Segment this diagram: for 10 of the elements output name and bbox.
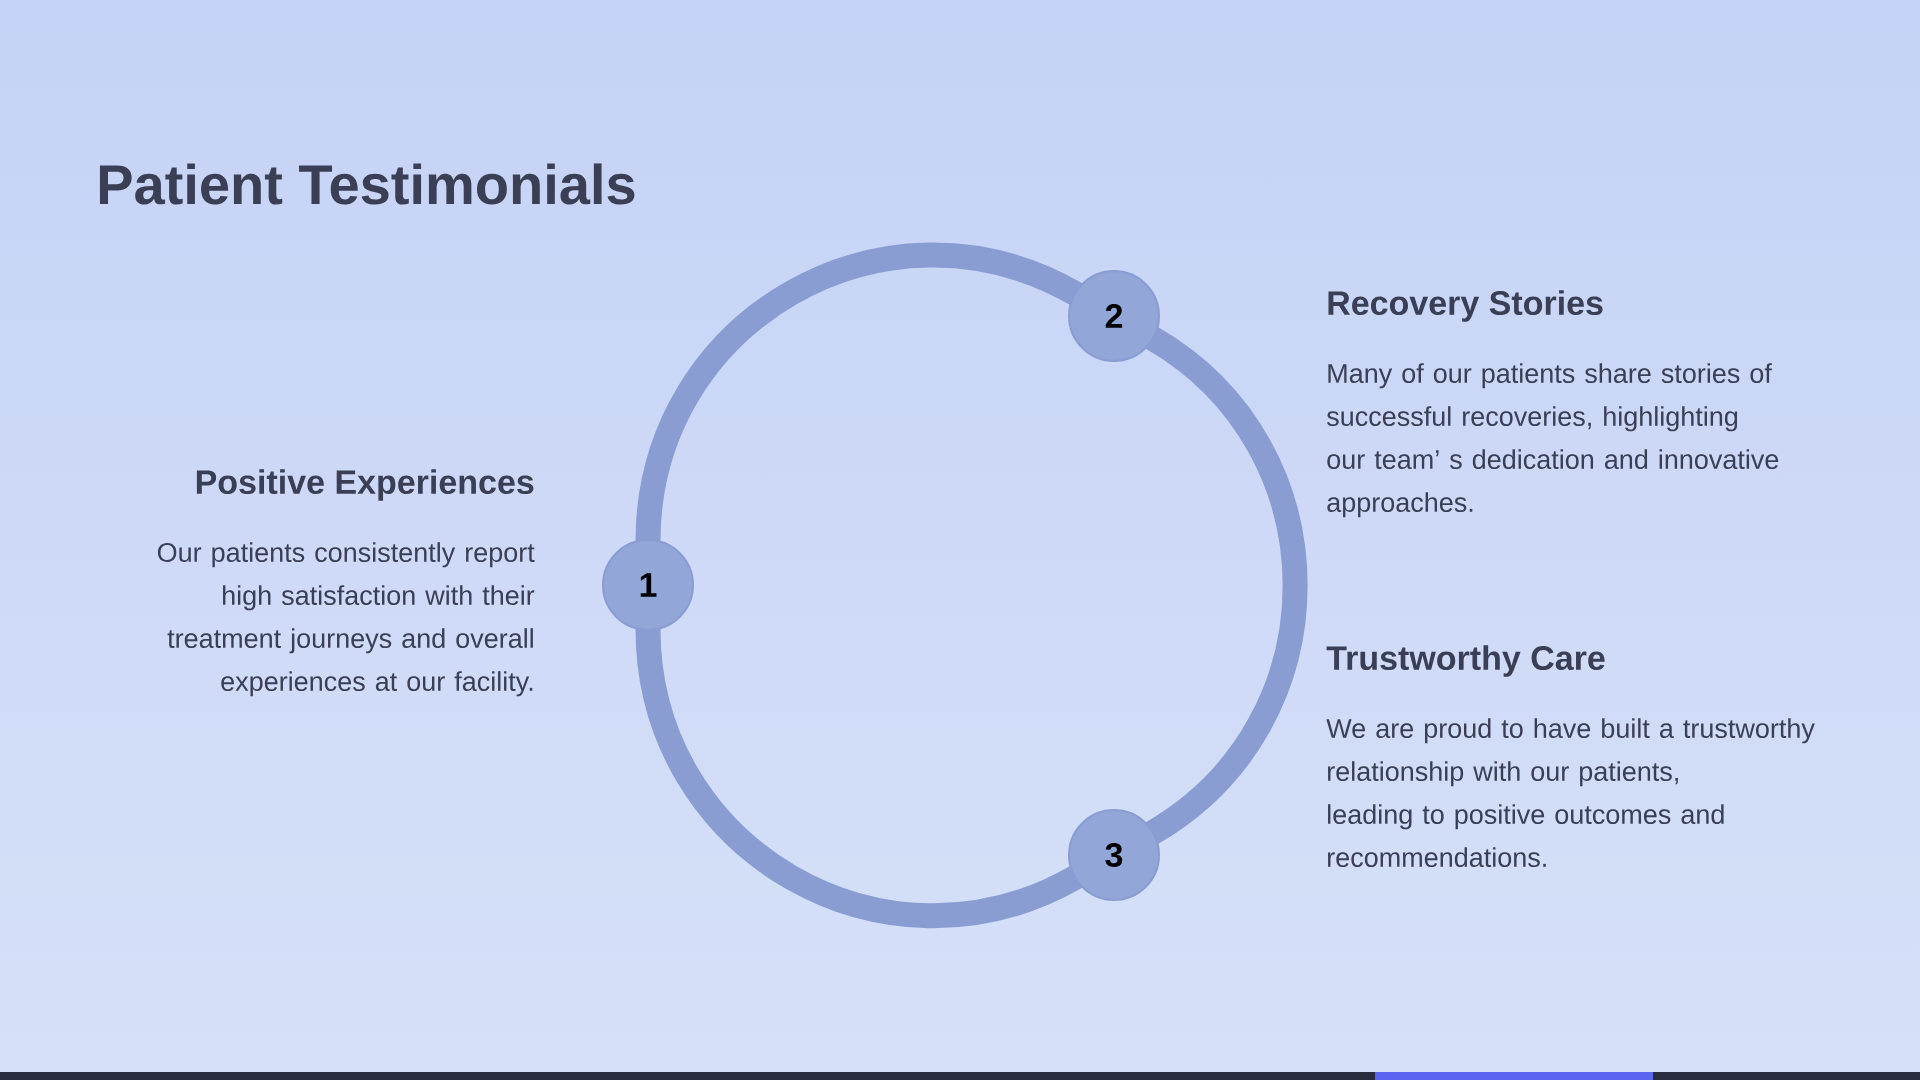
ring-arc [635,627,1082,928]
title: Patient Testimonials [99,163,635,205]
heading: Trustworthy Care [1326,645,1605,677]
description: Many of our patients share stories of successful recoveries, highlighting our team’ s dedication and innovative approaches. [1326,363,1779,518]
description: We are proud to have built a trustworthy relationship with our patients, leading to positive outcomes and recommendations. [1326,718,1815,868]
ring-arc [635,242,1082,543]
description: Our patients consistently report high satisfaction with their treatment journeys and overall experiences at our facility. [157,542,535,697]
ring-arc [1144,327,1308,844]
heading: Recovery Stories [1328,290,1603,322]
heading: Positive Experiences [196,469,534,501]
